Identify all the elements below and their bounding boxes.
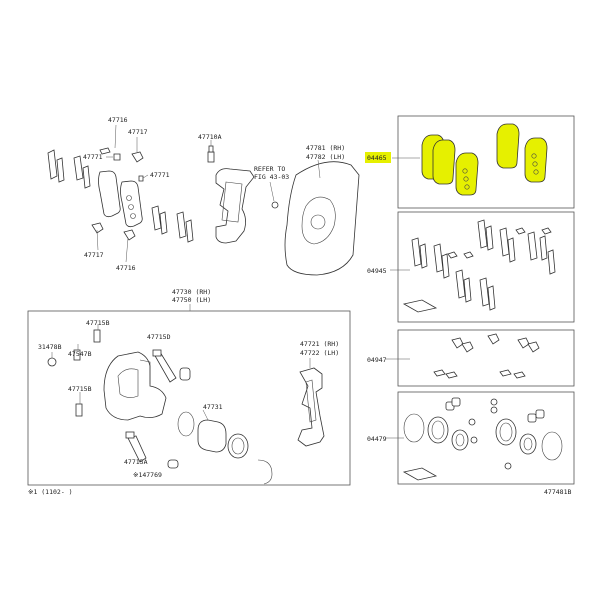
- shim-plate: [73, 155, 84, 181]
- slide-pin-head: [152, 349, 162, 357]
- bleeder-cap: [47, 357, 57, 367]
- label-47781: 47781 (RH): [306, 144, 345, 152]
- shim-plate: [185, 219, 194, 243]
- seal-kit-04479: [386, 397, 563, 481]
- label-04945: 04945: [367, 267, 387, 275]
- shim-kit-04945: [390, 219, 556, 313]
- brake-pad-highlighted: [524, 137, 548, 183]
- label-47730: 47730 (RH): [172, 288, 211, 296]
- anti-squeal-clip: [91, 222, 104, 234]
- boot: [179, 367, 191, 381]
- shim-plate: [176, 211, 187, 239]
- anti-squeal-clip: [99, 147, 111, 155]
- brake-pad-highlighted: [455, 152, 479, 196]
- set-ring: [257, 459, 273, 485]
- piston-seal: [177, 411, 195, 437]
- dust-cover: [284, 161, 360, 276]
- slide-pin: [153, 351, 177, 383]
- clip-kit-box: [397, 329, 575, 387]
- pad-kit-box: [397, 115, 575, 209]
- label-47771-left: 47771: [83, 153, 103, 161]
- label-31478B: 31478B: [38, 343, 62, 351]
- label-47715A: 47715A: [124, 458, 148, 466]
- torque-plate-group: [207, 140, 279, 244]
- brake-torque-plate: [215, 168, 255, 244]
- shim-kit-box: [397, 211, 575, 323]
- brake-pad-right: [120, 180, 143, 228]
- piston: [197, 419, 227, 453]
- label-47715B-mid: 47715B: [68, 385, 92, 393]
- label-47731: 47731: [203, 403, 223, 411]
- cylinder-boot: [227, 433, 249, 459]
- brake-pad-highlighted: [496, 123, 520, 169]
- caliper-assembly-box: [27, 310, 351, 486]
- bleeder-plug: [73, 349, 81, 361]
- footnote: ※1 (1102- ): [28, 488, 73, 496]
- shim-plate: [56, 157, 65, 183]
- bolt: [75, 403, 83, 417]
- bolt: [207, 151, 215, 163]
- grease-packet: [402, 467, 438, 481]
- brake-pad-highlighted: [432, 139, 456, 185]
- label-04947: 04947: [367, 356, 387, 364]
- label-47782: 47782 (LH): [306, 153, 345, 161]
- anti-squeal-clip: [123, 229, 136, 241]
- bolt: [271, 201, 279, 209]
- pad-hole: [128, 204, 134, 210]
- label-47715D: 47715D: [147, 333, 171, 341]
- caliper-group: [47, 324, 325, 485]
- label-47721: 47721 (RH): [300, 340, 339, 348]
- pad-kit-04465: [392, 123, 548, 196]
- pad-support-plate: [113, 153, 121, 161]
- label-highlight: [365, 152, 391, 163]
- label-04465: 04465: [367, 154, 387, 162]
- label-47710A: 47710A: [198, 133, 222, 141]
- pad-hole: [126, 195, 132, 201]
- clip-kit-04947: [386, 333, 540, 379]
- pad-support-plate: [138, 175, 144, 182]
- label-47716-bottom: 47716: [116, 264, 136, 272]
- label-47715B-top: 47715B: [86, 319, 110, 327]
- label-47717: 47717: [128, 128, 148, 136]
- label-04479: 04479: [367, 435, 387, 443]
- shim-plate: [159, 211, 168, 235]
- label-47722: 47722 (LH): [300, 349, 339, 357]
- slide-pin-head: [125, 431, 135, 439]
- anti-squeal-clip: [131, 151, 144, 163]
- figure-id: 477481B: [544, 488, 571, 496]
- brake-pad-left: [98, 170, 121, 218]
- dust-cover-group: [284, 159, 360, 276]
- grease-packet: [402, 299, 438, 313]
- label-47750: 47750 (LH): [172, 296, 211, 304]
- bolt: [93, 329, 101, 343]
- label-47769: ※147769: [133, 471, 162, 479]
- bolt-head: [208, 145, 214, 153]
- label-47717-bottom: 47717: [84, 251, 104, 259]
- shim-plate: [151, 205, 162, 231]
- boot: [167, 459, 179, 469]
- label-refer-line2: FIG 43-03: [254, 173, 289, 181]
- shim-plate: [47, 149, 58, 180]
- caliper-mounting-support: [297, 367, 325, 447]
- label-47547B: 47547B: [68, 350, 92, 358]
- label-47771-mid: 47771: [150, 171, 170, 179]
- shim-plate: [82, 165, 91, 189]
- pad-hole: [130, 213, 136, 219]
- label-47716-top: 47716: [108, 116, 128, 124]
- pad-shim-group: [47, 124, 194, 263]
- caliper-body: [103, 351, 167, 421]
- label-refer-line1: REFER TO: [254, 165, 285, 173]
